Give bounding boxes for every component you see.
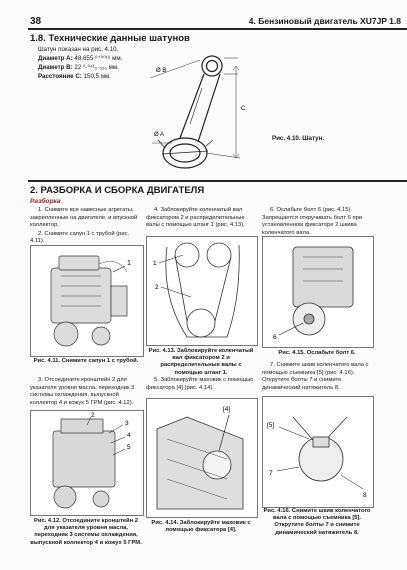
col2-text-mid: 5. Заблокируйте маховик с помощью фиксат… [146,377,256,393]
callout-15-6: 6 [273,334,277,341]
chapter-title: 4. Бензиновый двигатель XU7JP 1.8 [248,16,401,26]
step-3: 3. Отсоедините кронштейн 2 для указателя… [30,377,135,406]
subsection-title: Разборка [30,198,61,205]
callout-16-5: [5] [267,422,274,429]
fig-4-13-caption: Рис. 4.13. Заблокируйте коленчатый вал ф… [148,348,254,376]
section-2-title: 2. РАЗБОРКА И СБОРКА ДВИГАТЕЛЯ [30,185,205,196]
section-1-8-title: 1.8. Технические данные шатунов [30,33,190,44]
fig-4-16-caption: Рис. 4.16. Снимите шкив коленчатого вала… [263,508,371,536]
fig-4-15-crank-bolt: 6 [262,236,374,348]
fig-4-16-puller: [5] 7 8 [262,396,374,508]
step-4: 4. Заблокируйте коленчатый вал фиксаторо… [146,207,245,229]
step-1: 1. Снимите все навесные агрегаты, закреп… [30,207,138,229]
fig-4-12-engine-side: 2 3 4 5 [30,410,144,516]
callout-1: 1 [127,260,131,267]
callout-13-1: 1 [153,260,157,267]
step-6: 6. Ослабьте болт 6 (рис. 4.15). Запрещае… [262,207,363,236]
step-5: 5. Заблокируйте маховик с помощью фиксат… [146,377,254,391]
spec-block: Шатун показан на рис. 4.10. Диаметр A: 4… [38,45,183,81]
col1-text-mid: 3. Отсоедините кронштейн 2 для указателя… [30,377,142,408]
fig-4-14-flywheel: [4] [146,398,258,518]
col3-text-mid: 7. Снимите шкив коленчатого вала с помощ… [262,362,372,393]
fig-4-10-caption: Рис. 4.10. Шатун. [272,135,325,142]
fig-4-14-caption: Рис. 4.14. Заблокируйте маховик с помощь… [151,520,251,534]
label-dia-b: Ø B [156,68,166,74]
step-2: 2. Снимите сапун 1 с трубой (рис. 4.11). [30,230,130,245]
fig-4-11-engine: 1 [30,245,144,357]
label-dia-a: Ø A [154,132,164,138]
spec-intro: Шатун показан на рис. 4.10. [38,46,119,53]
callout-4: 4 [127,432,131,439]
fig-4-12-caption: Рис. 4.12. Отсоедините кронштейн 2 для у… [30,518,142,546]
callout-5: 5 [127,444,131,451]
callout-16-7: 7 [269,470,273,477]
header-rule [28,28,407,30]
spec-diam-a: Диаметр A: 48,655 ⁰⁺⁰⁰¹⁶ мм. [38,55,123,62]
callout-14-4: [4] [223,406,230,413]
fig-4-15-caption: Рис. 4.15. Ослабьте болт 6. [278,350,356,356]
callout-2: 2 [91,412,95,419]
step-7: 7. Снимите шкив коленчатого вала с помощ… [262,362,369,391]
col1-text-top: 1. Снимите все навесные агрегаты, закреп… [30,207,142,247]
fig-4-13-timing: 1 2 [146,236,258,346]
callout-16-8: 8 [363,492,367,499]
spec-dist-c: Расстояние C: 150,5 мм. [38,73,112,80]
col2-text-top: 4. Заблокируйте коленчатый вал фиксаторо… [146,207,256,231]
fig-4-11-caption: Рис. 4.11. Снимите сапун 1 с трубой. [33,358,139,364]
label-dist-c: C [241,106,246,112]
section-2-rule [28,180,407,182]
callout-13-2: 2 [155,284,159,291]
callout-3: 3 [125,420,129,427]
fig-4-10-connecting-rod: Ø B Ø A C [140,48,255,176]
page-number: 38 [30,16,42,27]
spec-diam-b: Диаметр B: 22 ⁰·⁰⁴¹₀·₀₂₀ мм. [38,64,119,71]
col3-text-top: 6. Ослабьте болт 6 (рис. 4.15). Запрещае… [262,207,372,238]
